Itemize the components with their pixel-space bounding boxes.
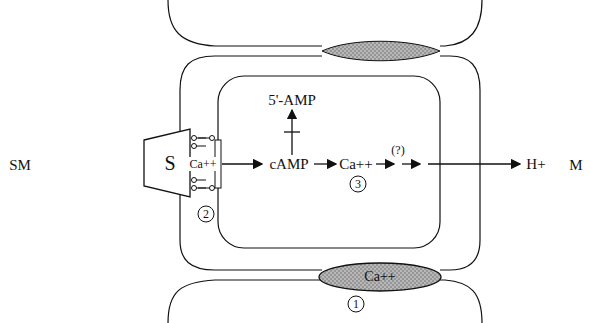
- cell-outlines: [168, 0, 482, 323]
- tight-junction: Ca++: [318, 262, 442, 292]
- callout-number: 2: [203, 208, 209, 220]
- callout-number: 1: [353, 298, 359, 310]
- ion-label: Ca++: [339, 157, 373, 172]
- node-label: S: [164, 153, 175, 173]
- ion-label: Ca++: [189, 157, 218, 171]
- ion-label: H+: [526, 157, 545, 172]
- node-label: Ca++: [364, 270, 395, 284]
- question-label: (?): [391, 144, 404, 156]
- region-label: M: [569, 158, 582, 173]
- receptor-box: S: [143, 128, 191, 198]
- callout-circles: [198, 176, 366, 312]
- region-label: SM: [9, 158, 31, 173]
- tight-junction: [322, 41, 440, 61]
- callout-number: 3: [355, 178, 361, 190]
- metabolite-label: cAMP: [269, 157, 308, 172]
- metabolite-label: 5'-AMP: [268, 93, 316, 108]
